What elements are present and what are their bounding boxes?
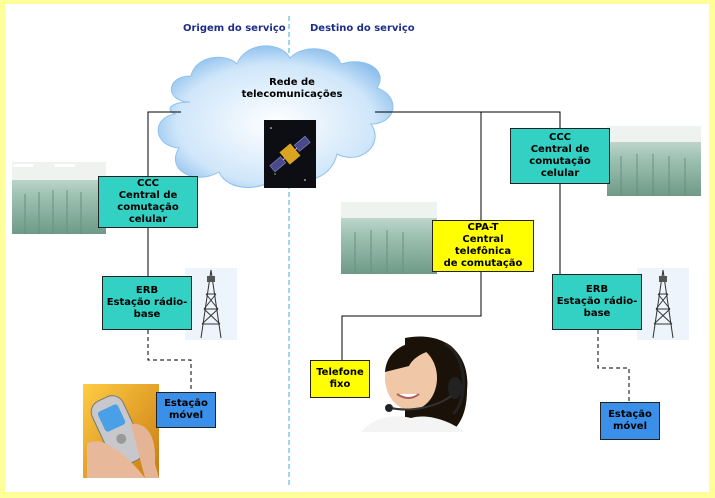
right-ccc-line2: Central de	[530, 144, 590, 155]
right-ccc-line3: comutação celular	[529, 156, 591, 179]
right-erb-line2: Estação rádio-	[556, 296, 638, 307]
left-erb-line1: ERB	[135, 285, 159, 296]
fixed-phone-box: Telefone fixo	[310, 360, 370, 398]
cloud-title-line1: Rede de	[269, 77, 315, 88]
radio-links	[147, 330, 630, 402]
origin-header: Origem do serviço	[183, 23, 286, 34]
operator-headset-image	[359, 334, 471, 432]
right-mobile-station-box: Estação móvel	[600, 402, 660, 440]
cloud-title-line2: telecomunicações	[241, 89, 343, 100]
phone-line2: fixo	[329, 379, 351, 390]
left-switching-room-image	[12, 162, 106, 234]
right-station-line2: móvel	[612, 421, 648, 432]
satellite-icon	[264, 120, 316, 188]
left-erb-line3: base	[133, 309, 161, 320]
left-ccc-line1: CCC	[136, 178, 160, 189]
phone-line1: Telefone	[316, 367, 364, 378]
destination-header: Destino do serviço	[310, 23, 415, 34]
right-ccc-line1: CCC	[548, 132, 572, 143]
right-switching-room-image	[607, 126, 701, 196]
right-erb-line1: ERB	[585, 284, 609, 295]
left-erb-line2: Estação rádio-	[106, 297, 188, 308]
mobile-phone-image	[83, 384, 159, 478]
middle-switching-room-image	[341, 202, 437, 274]
telecom-cloud	[157, 45, 394, 188]
diagram-canvas	[12, 16, 701, 488]
left-station-line2: móvel	[168, 410, 204, 421]
right-ccc-box: CCC Central de comutação celular	[510, 128, 610, 184]
cpat-box: CPA-T Central telefônica de comutação	[432, 220, 534, 272]
right-antenna-tower-icon	[637, 268, 689, 340]
left-ccc-box: CCC Central de comutação celular	[98, 176, 198, 228]
left-station-line1: Estação	[164, 398, 208, 409]
left-antenna-tower-icon	[185, 268, 237, 340]
left-erb-box: ERB Estação rádio- base	[102, 276, 192, 330]
right-erb-box: ERB Estação rádio- base	[552, 274, 642, 330]
cloud-title: Rede de telecomunicações	[237, 77, 347, 101]
right-station-line1: Estação	[608, 409, 652, 420]
cpat-line1: CPA-T	[467, 222, 499, 233]
cpat-line3: de comutação	[443, 258, 523, 269]
left-ccc-line2: Central de	[118, 190, 178, 201]
diagram-frame: Origem do serviço Destino do serviço Red…	[5, 4, 709, 492]
cpat-line2: Central telefônica	[454, 234, 512, 257]
left-mobile-station-box: Estação móvel	[156, 392, 216, 428]
left-ccc-line3: comutação celular	[117, 202, 179, 225]
connection-lines	[147, 111, 561, 360]
right-erb-line3: base	[583, 308, 611, 319]
